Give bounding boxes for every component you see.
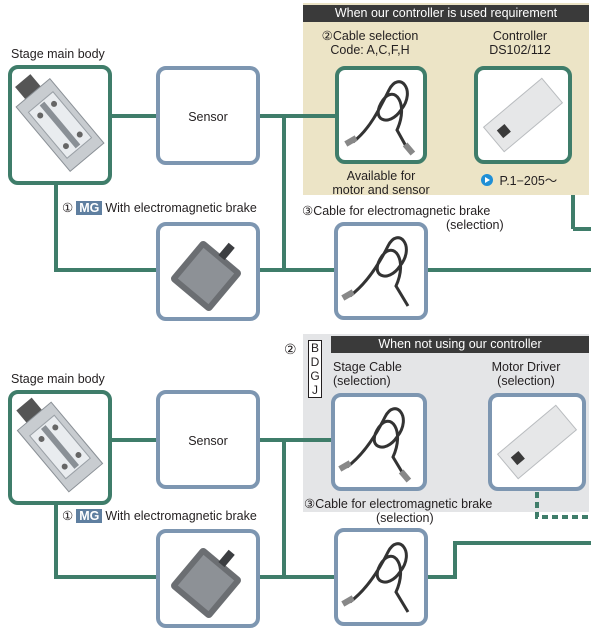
page-ref-link[interactable]: P.1−205〜	[481, 174, 557, 188]
cable-image-top	[344, 80, 416, 156]
motor-driver-box	[488, 393, 586, 491]
bottom-wires	[54, 438, 591, 579]
driver-line2: (selection)	[497, 374, 555, 388]
brake-cable-box-bottom	[334, 528, 428, 626]
brake-cable-image-top	[341, 236, 410, 307]
stage-cable-image	[338, 407, 412, 483]
stage-box-bottom	[8, 390, 112, 505]
cable-selection-box	[335, 66, 427, 164]
code-list: B D G J	[308, 340, 322, 398]
stage-cable-line1: Stage Cable	[333, 360, 402, 374]
stage-box-top	[8, 65, 112, 185]
brake-cable-box-top	[334, 222, 428, 320]
controller-box	[474, 66, 572, 164]
motor-driver-title: Motor Driver (selection)	[478, 360, 574, 388]
controller-title-line1: Controller	[492, 29, 548, 43]
code-g: G	[310, 369, 320, 383]
driver-line1: Motor Driver	[491, 360, 561, 374]
brake-cable-line1-top: ③Cable for electromagnetic brake	[302, 204, 491, 218]
stage-cable-box	[331, 393, 427, 491]
cable-caption: Available for motor and sensor	[320, 169, 442, 197]
code-d: D	[310, 355, 320, 369]
cable-title-line2: Code: A,C,F,H	[330, 43, 410, 57]
code-b: B	[310, 341, 319, 355]
controller-panel-title: When our controller is used requirement	[303, 5, 589, 22]
brake-cable-label-bottom: ③Cable for electromagnetic brake (select…	[304, 497, 492, 525]
motor-label-text-bottom: With electromagnetic brake	[105, 509, 257, 523]
mg-badge-bottom: MG	[76, 509, 103, 523]
controller-image	[482, 77, 564, 153]
stage-main-body-label-bottom: Stage main body	[11, 372, 105, 386]
motor-box-bottom	[156, 529, 260, 628]
stage-image-bottom	[16, 397, 104, 493]
cable-caption-line2: motor and sensor	[332, 183, 430, 197]
sensor-label-bottom: Sensor	[188, 434, 228, 448]
controller-title: Controller DS102/112	[465, 29, 575, 57]
brake-cable-label-top: ③Cable for electromagnetic brake (select…	[302, 204, 504, 232]
motor-box-top	[156, 222, 260, 321]
code-j: J	[312, 383, 318, 397]
brake-cable-line2-bottom: (selection)	[376, 511, 434, 525]
brake-cable-line1-bottom: ③Cable for electromagnetic brake	[304, 497, 493, 511]
mg-badge-top: MG	[76, 201, 103, 215]
cable-selection-title: ②Cable selection Code: A,C,F,H	[315, 29, 425, 57]
cable-title-line1: ②Cable selection	[321, 29, 419, 43]
stage-main-body-label-top: Stage main body	[11, 47, 105, 61]
stage-cable-line2: (selection)	[333, 374, 391, 388]
sensor-label-top: Sensor	[188, 110, 228, 124]
arrow-right-icon	[481, 174, 493, 186]
motor-label-num-bottom: ①	[62, 509, 74, 523]
motor-label-text: With electromagnetic brake	[105, 201, 257, 215]
brake-cable-line2-top: (selection)	[446, 218, 504, 232]
top-wires	[54, 114, 591, 272]
driver-dashed-wire	[535, 492, 591, 519]
sensor-box-top: Sensor	[156, 66, 260, 165]
page-ref-text: P.1−205〜	[499, 174, 558, 188]
motor-image-top	[171, 241, 241, 311]
motor-label-num: ①	[62, 201, 74, 215]
motor-image-bottom	[171, 548, 241, 618]
sensor-box-bottom: Sensor	[156, 390, 260, 489]
no-controller-panel-title: When not using our controller	[331, 336, 589, 353]
code-num: ②	[284, 341, 297, 357]
cable-caption-line1: Available for	[346, 169, 416, 183]
stage-image-top	[15, 74, 105, 173]
brake-cable-image-bottom	[341, 542, 410, 613]
stage-cable-title: Stage Cable (selection)	[333, 360, 402, 388]
motor-driver-image	[496, 404, 578, 480]
controller-title-line2: DS102/112	[489, 43, 551, 57]
